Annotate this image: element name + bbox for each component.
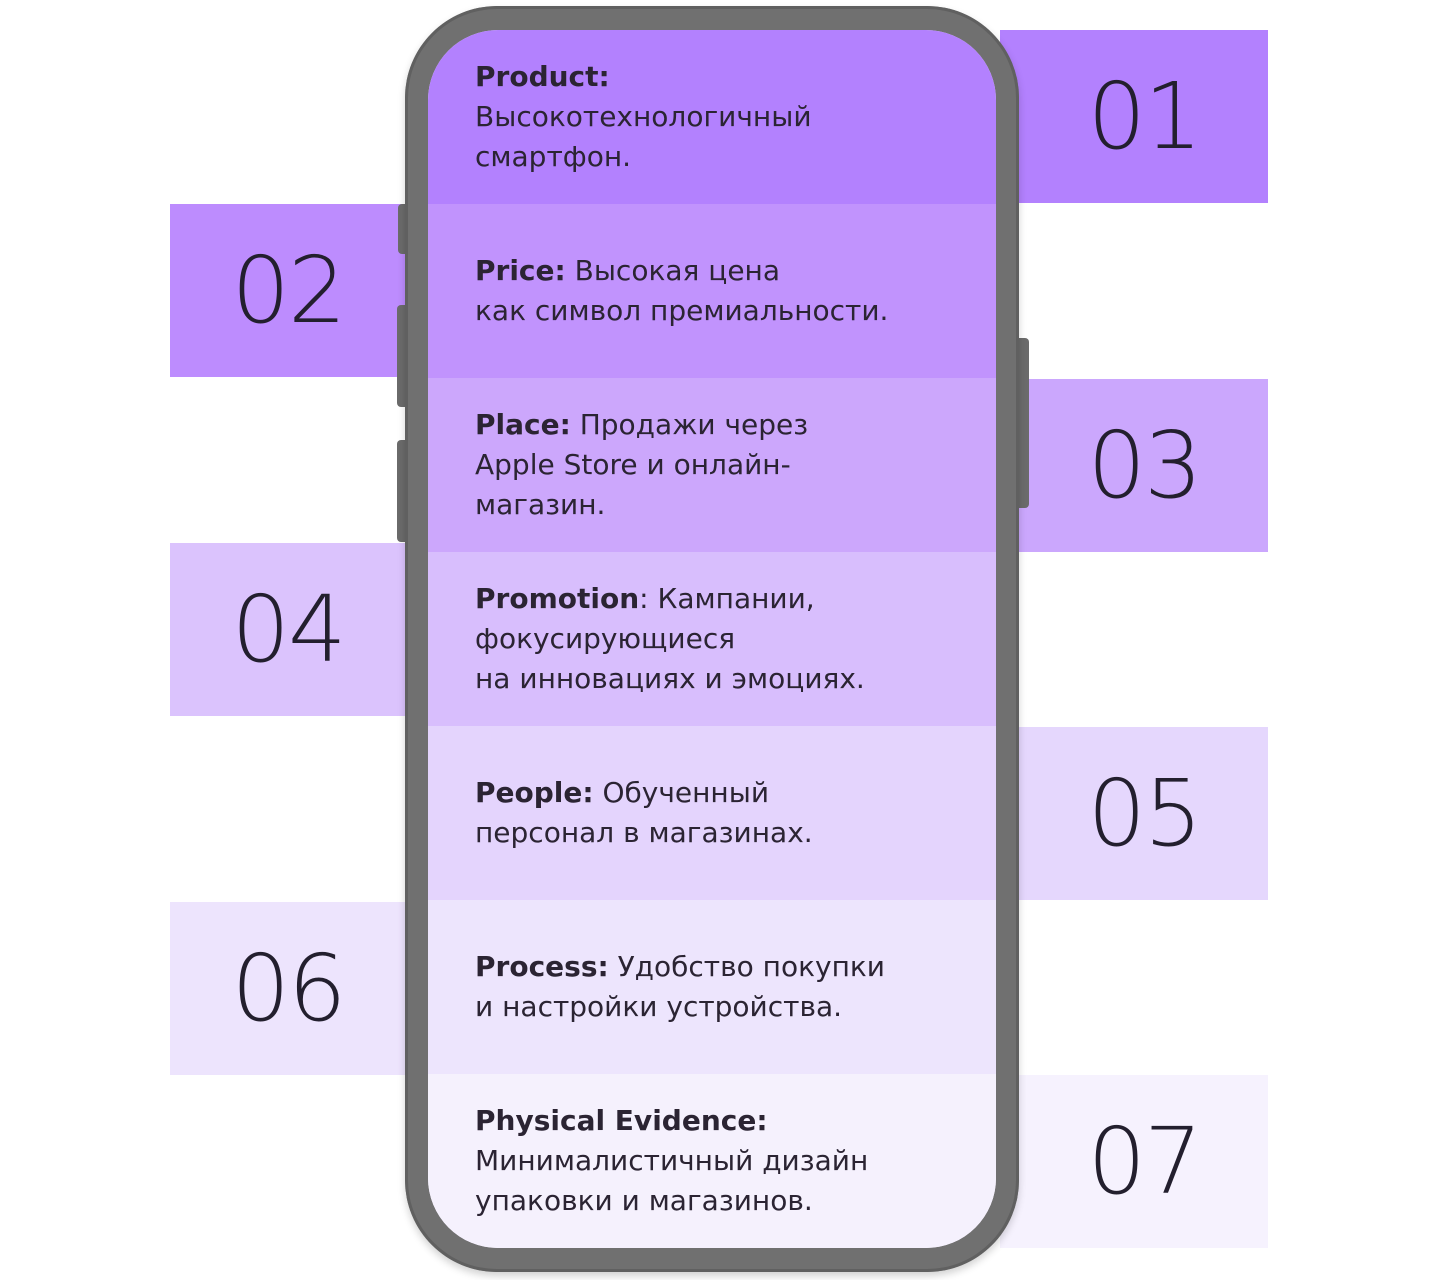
label-place: Place: [475, 408, 571, 441]
row-product: Product: Высокотехнологичный смартфон. [428, 30, 996, 204]
row-text-process: Process: Удобство покупки и настройки ус… [475, 947, 885, 1027]
row-place: Place: Продажи через Apple Store и онлай… [428, 378, 996, 552]
desc-price-line-1: Высокая цена [565, 254, 781, 287]
desc-process-line-2: и настройки устройства. [475, 990, 843, 1023]
row-text-place: Place: Продажи через Apple Store и онлай… [475, 405, 808, 525]
number-block-03: 03 [1000, 379, 1268, 552]
number-02: 02 [231, 236, 346, 344]
number-03: 03 [1087, 411, 1202, 519]
number-block-05: 05 [1000, 727, 1268, 900]
row-text-promotion: Promotion: Кампании, фокусирующиеся на и… [475, 579, 865, 699]
desc-physical-evidence-line-2: упаковки и магазинов. [475, 1184, 813, 1217]
row-text-price: Price: Высокая цена как символ премиальн… [475, 251, 888, 331]
number-block-02: 02 [170, 204, 410, 377]
number-04: 04 [231, 575, 346, 683]
number-block-04: 04 [170, 543, 410, 716]
label-promotion: Promotion [475, 582, 640, 615]
label-price: Price: [475, 254, 566, 287]
row-price: Price: Высокая цена как символ премиальн… [428, 204, 996, 378]
row-promotion: Promotion: Кампании, фокусирующиеся на и… [428, 552, 996, 726]
row-process: Process: Удобство покупки и настройки ус… [428, 900, 996, 1074]
desc-people-line-2: персонал в магазинах. [475, 816, 813, 849]
desc-price-line-2: как символ премиальности. [475, 294, 889, 327]
row-people: People: Обученный персонал в магазинах. [428, 726, 996, 900]
label-process: Process: [475, 950, 609, 983]
desc-product-line-2: смартфон. [475, 140, 632, 173]
number-07: 07 [1087, 1107, 1202, 1215]
desc-place-line-1: Продажи через [570, 408, 809, 441]
desc-place-line-3: магазин. [475, 488, 606, 521]
number-05: 05 [1087, 759, 1202, 867]
desc-physical-evidence-line-1: Минималистичный дизайн [475, 1144, 869, 1177]
row-text-product: Product: Высокотехнологичный смартфон. [475, 57, 812, 177]
number-block-01: 01 [1000, 30, 1268, 203]
number-block-07: 07 [1000, 1075, 1268, 1248]
desc-product-line-1: Высокотехнологичный [475, 100, 812, 133]
desc-promotion-line-2: фокусирующиеся [475, 622, 736, 655]
number-06: 06 [231, 934, 346, 1042]
number-block-06: 06 [170, 902, 410, 1075]
desc-place-line-2: Apple Store и онлайн- [475, 448, 791, 481]
label-physical-evidence: Physical Evidence: [475, 1104, 768, 1137]
desc-promotion-line-1: : Кампании, [639, 582, 815, 615]
row-text-physical-evidence: Physical Evidence: Минималистичный дизай… [475, 1101, 868, 1221]
number-01: 01 [1087, 62, 1202, 170]
row-physical-evidence: Physical Evidence: Минималистичный дизай… [428, 1074, 996, 1248]
label-product: Product: [475, 60, 610, 93]
desc-promotion-line-3: на инновациях и эмоциях. [475, 662, 865, 695]
desc-process-line-1: Удобство покупки [608, 950, 885, 983]
row-text-people: People: Обученный персонал в магазинах. [475, 773, 813, 853]
label-people: People: [475, 776, 594, 809]
desc-people-line-1: Обученный [593, 776, 770, 809]
phone-screen: Product: Высокотехнологичный смартфон. P… [428, 30, 996, 1248]
